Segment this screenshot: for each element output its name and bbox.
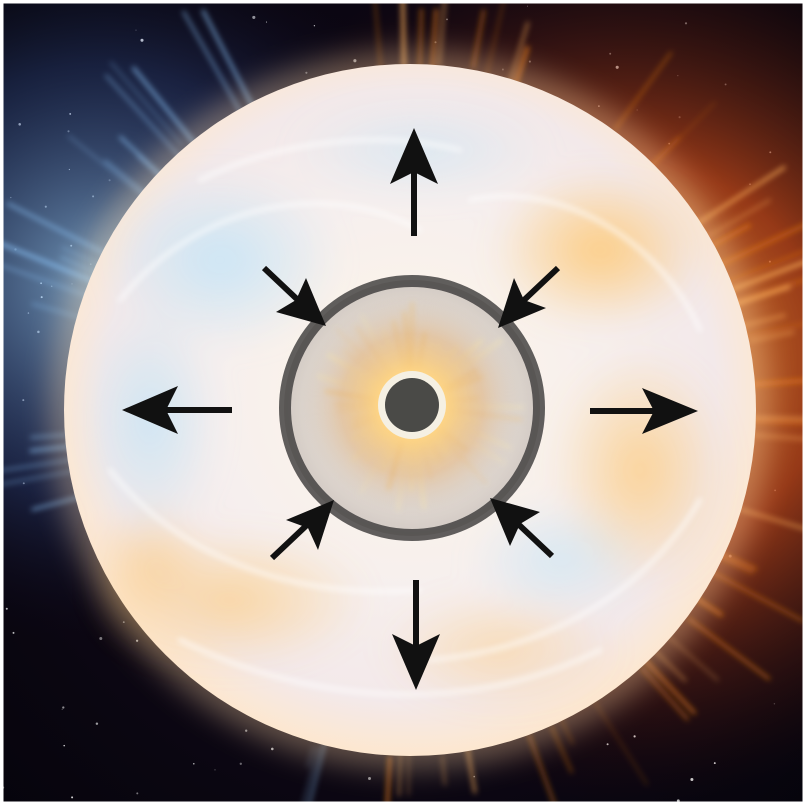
core-dot (385, 378, 439, 432)
